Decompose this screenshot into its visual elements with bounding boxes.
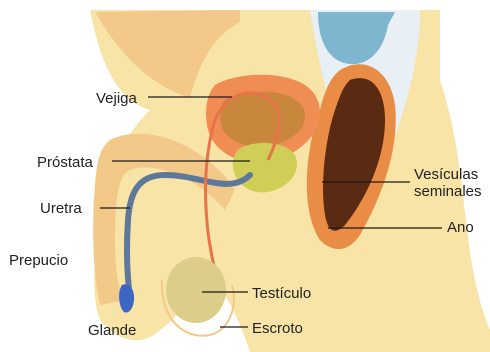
label-vesiculas-seminales: Vesículas seminales: [414, 166, 482, 201]
label-prepucio: Prepucio: [9, 252, 68, 269]
label-uretra: Uretra: [40, 200, 82, 217]
label-prostata: Próstata: [37, 154, 93, 171]
label-ano: Ano: [447, 219, 474, 236]
label-vesiculas-line2: seminales: [414, 183, 482, 200]
label-vejiga: Vejiga: [96, 90, 137, 107]
label-glande: Glande: [88, 322, 136, 339]
label-escroto: Escroto: [252, 320, 303, 337]
testicle: [166, 257, 226, 323]
label-vesiculas-line1: Vesículas: [414, 166, 482, 183]
label-testiculo: Testículo: [252, 285, 311, 302]
